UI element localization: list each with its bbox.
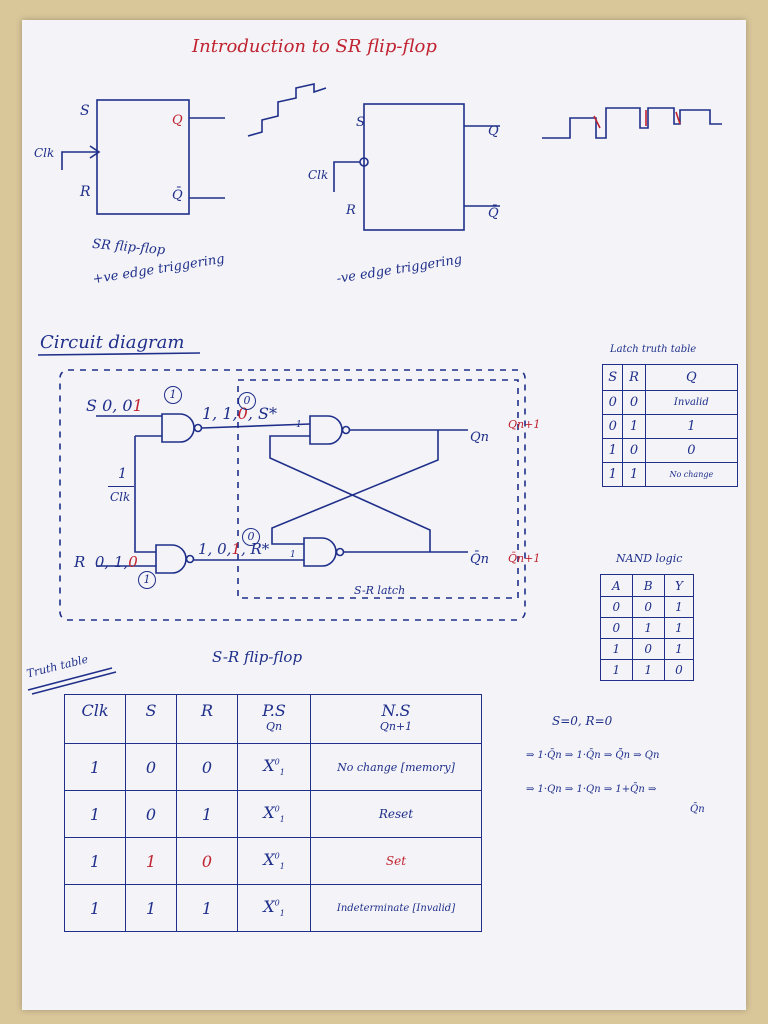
clk-wiring	[134, 435, 162, 553]
mid-bot-blue: 1, 0,	[198, 540, 232, 558]
r-input: R 0, 1,0	[74, 553, 138, 571]
sr-flipflop-table: Clk S R P.S Qn N.S Qn+1 1 0 0 X01 No cha…	[64, 694, 482, 932]
mid-top-red: 0	[237, 404, 248, 423]
ff2-r-label: R	[346, 203, 356, 218]
clk-bubble	[359, 157, 369, 167]
mid-top-seq: 1, 1,0, S*	[202, 404, 277, 423]
nand-gate-2	[155, 544, 187, 574]
ff-h-ns-sub: Qn+1	[379, 720, 413, 733]
out-qn: Qn	[470, 430, 490, 445]
table-row: 0 1 1	[601, 414, 739, 439]
clk-line-pos	[61, 151, 97, 170]
pulse-neg-markers	[593, 110, 681, 129]
nand-title: NAND logic	[616, 552, 683, 565]
latch-truth-table: S R Q 0 0 Invalid 0 1 1 1 0 0 1 1 No cha…	[601, 364, 739, 487]
clk-value: 1	[118, 466, 127, 482]
pulse-pos	[247, 83, 327, 137]
clk-edge-marker	[89, 145, 101, 159]
out-qbar-n: Q̄n	[470, 552, 490, 567]
r-seq-red: 0	[128, 553, 138, 571]
mid-top-blue: 1, 1,	[202, 404, 238, 423]
heading-underline	[37, 352, 201, 356]
ff-h-ns-label: N.S	[381, 701, 411, 720]
ff-table-title: S-R flip-flop	[212, 648, 303, 666]
table-row: 1 1 1 X01 Indeterminate [Invalid]	[64, 884, 482, 932]
nand-gate-3	[309, 415, 343, 445]
ff-block-pos	[96, 99, 190, 215]
ff2-q-label: Q	[488, 124, 499, 139]
ff-h-ps: P.S Qn	[237, 694, 311, 744]
cross-wire-2	[269, 435, 431, 552]
ff1-r-label: R	[80, 184, 91, 200]
table-row: 1 0 1 X01 Reset	[64, 790, 482, 838]
nand-gate-4	[303, 537, 337, 567]
page-title: Introduction to SR flip-flop	[192, 36, 437, 57]
latch-h-q: Q	[644, 364, 739, 391]
clk-line-neg	[333, 161, 360, 192]
derivation-line-3: Q̄n	[690, 804, 705, 815]
s-input: S 0, 01	[86, 396, 143, 415]
ff1-s-label: S	[80, 103, 90, 119]
nand-h-y: Y	[663, 574, 695, 597]
ff1-qbar-label: Q̄	[172, 188, 183, 203]
table-row: 1 0 0	[601, 438, 739, 463]
circuit-heading: Circuit diagram	[40, 332, 185, 353]
out-qbar-next: Q̄n+1	[508, 552, 541, 565]
clk-label: Clk	[110, 490, 131, 504]
mid-top-tail: , S*	[247, 404, 277, 423]
ff-h-s: S	[125, 694, 177, 744]
r-circle-marker: 1	[138, 571, 156, 589]
mid-bot-circle: 0	[242, 528, 260, 546]
ff-h-r: R	[176, 694, 238, 744]
nand-h-b: B	[631, 574, 665, 597]
clk-bar	[108, 486, 134, 487]
outer-dashed-box	[59, 369, 526, 621]
mid-bot-seq: 1, 0,1, R*	[198, 540, 269, 558]
table-row: 0 0 Invalid	[601, 390, 739, 415]
ff-h-ps-sub: Qn	[265, 720, 283, 733]
gate-in-bot: 1	[290, 550, 296, 560]
latch-h-s: S	[601, 364, 624, 391]
table-row: 1 0 0 X01 No change [memory]	[64, 743, 482, 791]
derivation-given: S=0, R=0	[552, 714, 613, 728]
ff1-clk-label: Clk	[34, 146, 55, 160]
ff2-s-label: S	[356, 115, 365, 130]
out-q-next: Qn+1	[508, 418, 541, 431]
r-seq: 0, 1,	[94, 553, 129, 571]
nand-h-a: A	[600, 574, 633, 597]
latch-dashed-box	[237, 379, 519, 599]
table-row: 1 1 0 X01 Set	[64, 837, 482, 885]
r-label: R	[74, 553, 86, 571]
mid-top-circle: 0	[238, 392, 256, 410]
nand-gate-1	[161, 413, 195, 443]
gate-in-top: 1	[296, 420, 302, 430]
derivation-line-2: ⇒ 1·Qn ⇒ 1·Qn ⇒ 1+Q̄n ⇒	[526, 784, 657, 795]
cross-wire-1	[271, 430, 439, 545]
mid-bot-red: 1	[231, 540, 241, 558]
latch-h-r: R	[622, 364, 646, 391]
latch-label: S-R latch	[354, 584, 406, 597]
pulse-neg	[542, 107, 722, 139]
ff-h-ps-label: P.S	[262, 701, 286, 720]
table-row: 1 1 No change	[601, 462, 739, 487]
latch-table-title: Latch truth table	[610, 344, 697, 355]
ff1-q-label: Q	[172, 113, 183, 128]
derivation-line-1: ⇒ 1·Q̄n ⇒ 1·Q̄n ⇒ Q̄̄n ⇒ Qn	[526, 750, 660, 761]
s-circle-marker: 1	[164, 386, 182, 404]
ff-block-neg	[363, 103, 465, 231]
ff2-clk-label: Clk	[308, 168, 329, 182]
ff-h-clk: Clk	[64, 694, 126, 744]
s-label: S	[86, 396, 97, 415]
ff2-qbar-label: Q̄	[488, 206, 499, 221]
s-seq-red: 1	[132, 396, 143, 415]
s-seq: 0, 0	[102, 396, 133, 415]
ff-h-ns: N.S Qn+1	[310, 694, 482, 744]
